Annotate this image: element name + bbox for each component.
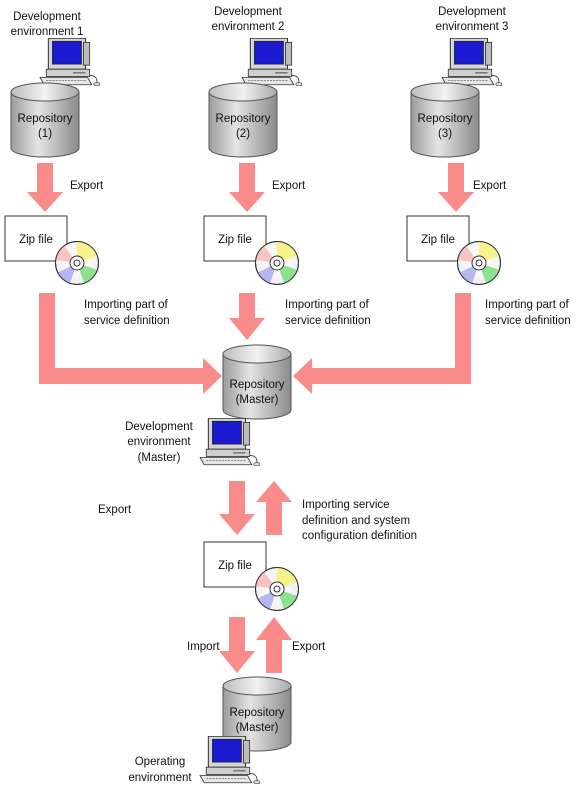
import-1-line2: service definition	[84, 315, 170, 327]
up-arrow-icon	[256, 617, 292, 673]
down-arrow-icon	[27, 163, 63, 212]
import-2-line1: Importing part of	[285, 299, 370, 311]
zip-file-box	[406, 215, 470, 262]
cd-disc-icon	[255, 566, 299, 611]
zip-middle-label: Zip file	[218, 560, 252, 572]
env-2-label-line1: Development	[214, 6, 283, 18]
operating-import-label: Import	[187, 641, 220, 653]
zip-1-label: Zip file	[19, 234, 53, 246]
import-3-line1: Importing part of	[485, 299, 570, 311]
computer-icon	[441, 38, 502, 86]
operating-arrows	[219, 617, 292, 673]
export-label-1: Export	[70, 180, 104, 192]
env-1-label-line2: environment 1	[11, 26, 84, 38]
zip-file-2: Zip file	[203, 215, 299, 285]
import-arrows-to-master	[39, 293, 471, 394]
zip-file-middle: Zip file	[203, 541, 299, 611]
export-label-3: Export	[473, 180, 507, 192]
cd-disc-icon	[457, 240, 501, 285]
zip-file-box	[4, 215, 68, 262]
export-arrows-top	[27, 163, 474, 212]
repo-1-label-line2: (1)	[38, 128, 52, 140]
computer-icon	[39, 38, 100, 86]
down-arrow-icon	[438, 163, 474, 212]
import-2-line2: service definition	[285, 315, 371, 327]
repo-1-label-line1: Repository	[18, 113, 73, 125]
operating-env-line2: environment	[128, 772, 192, 784]
down-arrow-icon	[219, 617, 255, 673]
repo-3-label-line1: Repository	[418, 113, 473, 125]
bent-right-arrow-icon	[39, 293, 222, 394]
exchange-import-line1: Importing service	[302, 499, 390, 511]
zip-3-label: Zip file	[421, 234, 455, 246]
operating-repo-line2: (Master)	[236, 722, 279, 734]
computer-icon	[199, 418, 260, 466]
zip-file-1: Zip file	[4, 215, 99, 285]
operating-export-label: Export	[292, 641, 326, 653]
master-env-line2: environment	[127, 436, 191, 448]
computer-icon	[241, 38, 302, 86]
master-repository: Repository (Master)	[199, 344, 292, 466]
master-repo-line2: (Master)	[236, 394, 279, 406]
exchange-import-line2: definition and system	[302, 515, 410, 527]
operating-repo-line1: Repository	[230, 707, 285, 719]
repo-2-label-line1: Repository	[216, 113, 271, 125]
exchange-export-label: Export	[98, 504, 132, 516]
env-3-label-line2: environment 3	[436, 21, 509, 33]
exchange-import-line3: configuration definition	[302, 530, 417, 542]
export-label-2: Export	[272, 180, 306, 192]
zip-file-3: Zip file	[406, 215, 501, 285]
zip-file-box	[203, 215, 267, 262]
bent-left-arrow-icon	[293, 293, 471, 394]
zip-file-box	[203, 541, 267, 588]
master-repo-line1: Repository	[230, 379, 285, 391]
repo-2-label-line2: (2)	[236, 128, 250, 140]
down-arrow-icon	[229, 163, 265, 212]
down-arrow-icon	[229, 293, 265, 340]
env-2-label-line2: environment 2	[212, 21, 285, 33]
cd-disc-icon	[55, 240, 99, 285]
dev-environment-2: Development environment 2 Repository (2)	[208, 6, 302, 158]
master-env-line3: (Master)	[138, 452, 181, 464]
up-arrow-icon	[256, 481, 292, 535]
zip-2-label: Zip file	[218, 234, 252, 246]
operating-repository: Repository (Master)	[199, 676, 292, 784]
import-1-line1: Importing part of	[84, 299, 169, 311]
exchange-arrows	[219, 481, 292, 535]
import-3-line2: service definition	[485, 315, 571, 327]
repo-3-label-line2: (3)	[438, 128, 452, 140]
env-3-label-line1: Development	[438, 6, 507, 18]
operating-env-line1: Operating	[135, 756, 186, 768]
dev-environment-3: Development environment 3 Repository (3)	[410, 6, 509, 158]
dev-environment-1: Development environment 1 Repository (1)	[10, 11, 100, 158]
cd-disc-icon	[255, 240, 299, 285]
down-arrow-icon	[219, 481, 255, 535]
env-1-label-line1: Development	[13, 11, 82, 23]
master-env-line1: Development	[125, 421, 194, 433]
